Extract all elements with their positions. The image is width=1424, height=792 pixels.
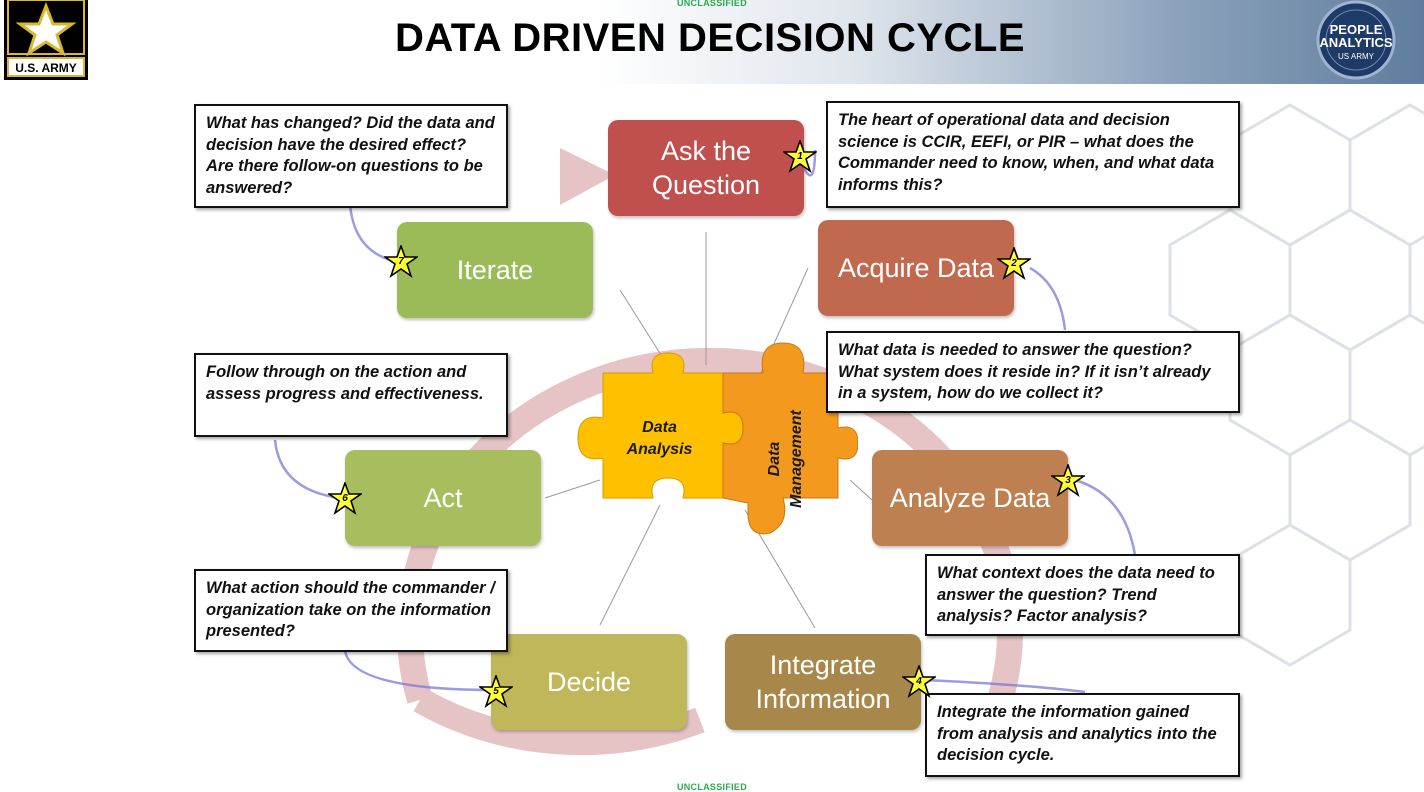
- stage-integrate-information[interactable]: Integrate Information: [725, 634, 921, 730]
- svg-text:US ARMY: US ARMY: [1338, 52, 1375, 61]
- svg-text:PEOPLE: PEOPLE: [1330, 22, 1383, 37]
- star-number-icon: 1: [781, 138, 819, 174]
- stage-act[interactable]: Act: [345, 450, 541, 546]
- svg-text:ANALYTICS: ANALYTICS: [1319, 35, 1393, 50]
- puzzle-label-data-management: Data Management: [766, 410, 805, 508]
- star-number-icon: 2: [995, 245, 1033, 281]
- hexagon-background: [1168, 103, 1424, 667]
- note-decide: What action should the commander / organ…: [194, 569, 508, 652]
- stage-analyze-data[interactable]: Analyze Data: [872, 450, 1068, 546]
- puzzle-label-data-analysis: Data Analysis: [626, 419, 693, 458]
- stage-ask-question[interactable]: Ask the Question: [608, 120, 804, 216]
- star-number-icon: 4: [900, 663, 938, 699]
- star-number-icon: 5: [477, 673, 515, 709]
- star-number-icon: 6: [326, 480, 364, 516]
- us-army-logo: U.S. ARMY: [4, 0, 88, 80]
- cycle-arrow-head: [560, 148, 615, 205]
- stage-decide[interactable]: Decide: [491, 634, 687, 730]
- cycle-arrow: [397, 347, 1023, 756]
- note-act: Follow through on the action and assess …: [194, 353, 508, 437]
- army-logo-text: U.S. ARMY: [15, 61, 77, 75]
- note-ask-question: The heart of operational data and decisi…: [826, 101, 1240, 208]
- stage-iterate[interactable]: Iterate: [397, 222, 593, 318]
- header-banner: [0, 0, 1424, 84]
- classification-bottom: UNCLASSIFIED: [676, 782, 748, 792]
- stage-acquire-data[interactable]: Acquire Data: [818, 220, 1014, 316]
- page-title: DATA DRIVEN DECISION CYCLE: [394, 16, 1026, 60]
- note-acquire-data: What data is needed to answer the questi…: [826, 331, 1240, 413]
- puzzle-piece-data-management: [722, 342, 859, 535]
- note-analyze-data: What context does the data need to answe…: [925, 554, 1240, 636]
- note-integrate-information: Integrate the information gained from an…: [925, 693, 1240, 777]
- note-iterate: What has changed? Did the data and decis…: [194, 104, 508, 208]
- puzzle-graphic: [558, 338, 859, 548]
- star-number-icon: 3: [1049, 462, 1087, 498]
- star-number-icon: 7: [382, 243, 420, 279]
- classification-top: UNCLASSIFIED: [676, 0, 748, 8]
- people-analytics-logo: PEOPLE ANALYTICS US ARMY: [1296, 0, 1416, 82]
